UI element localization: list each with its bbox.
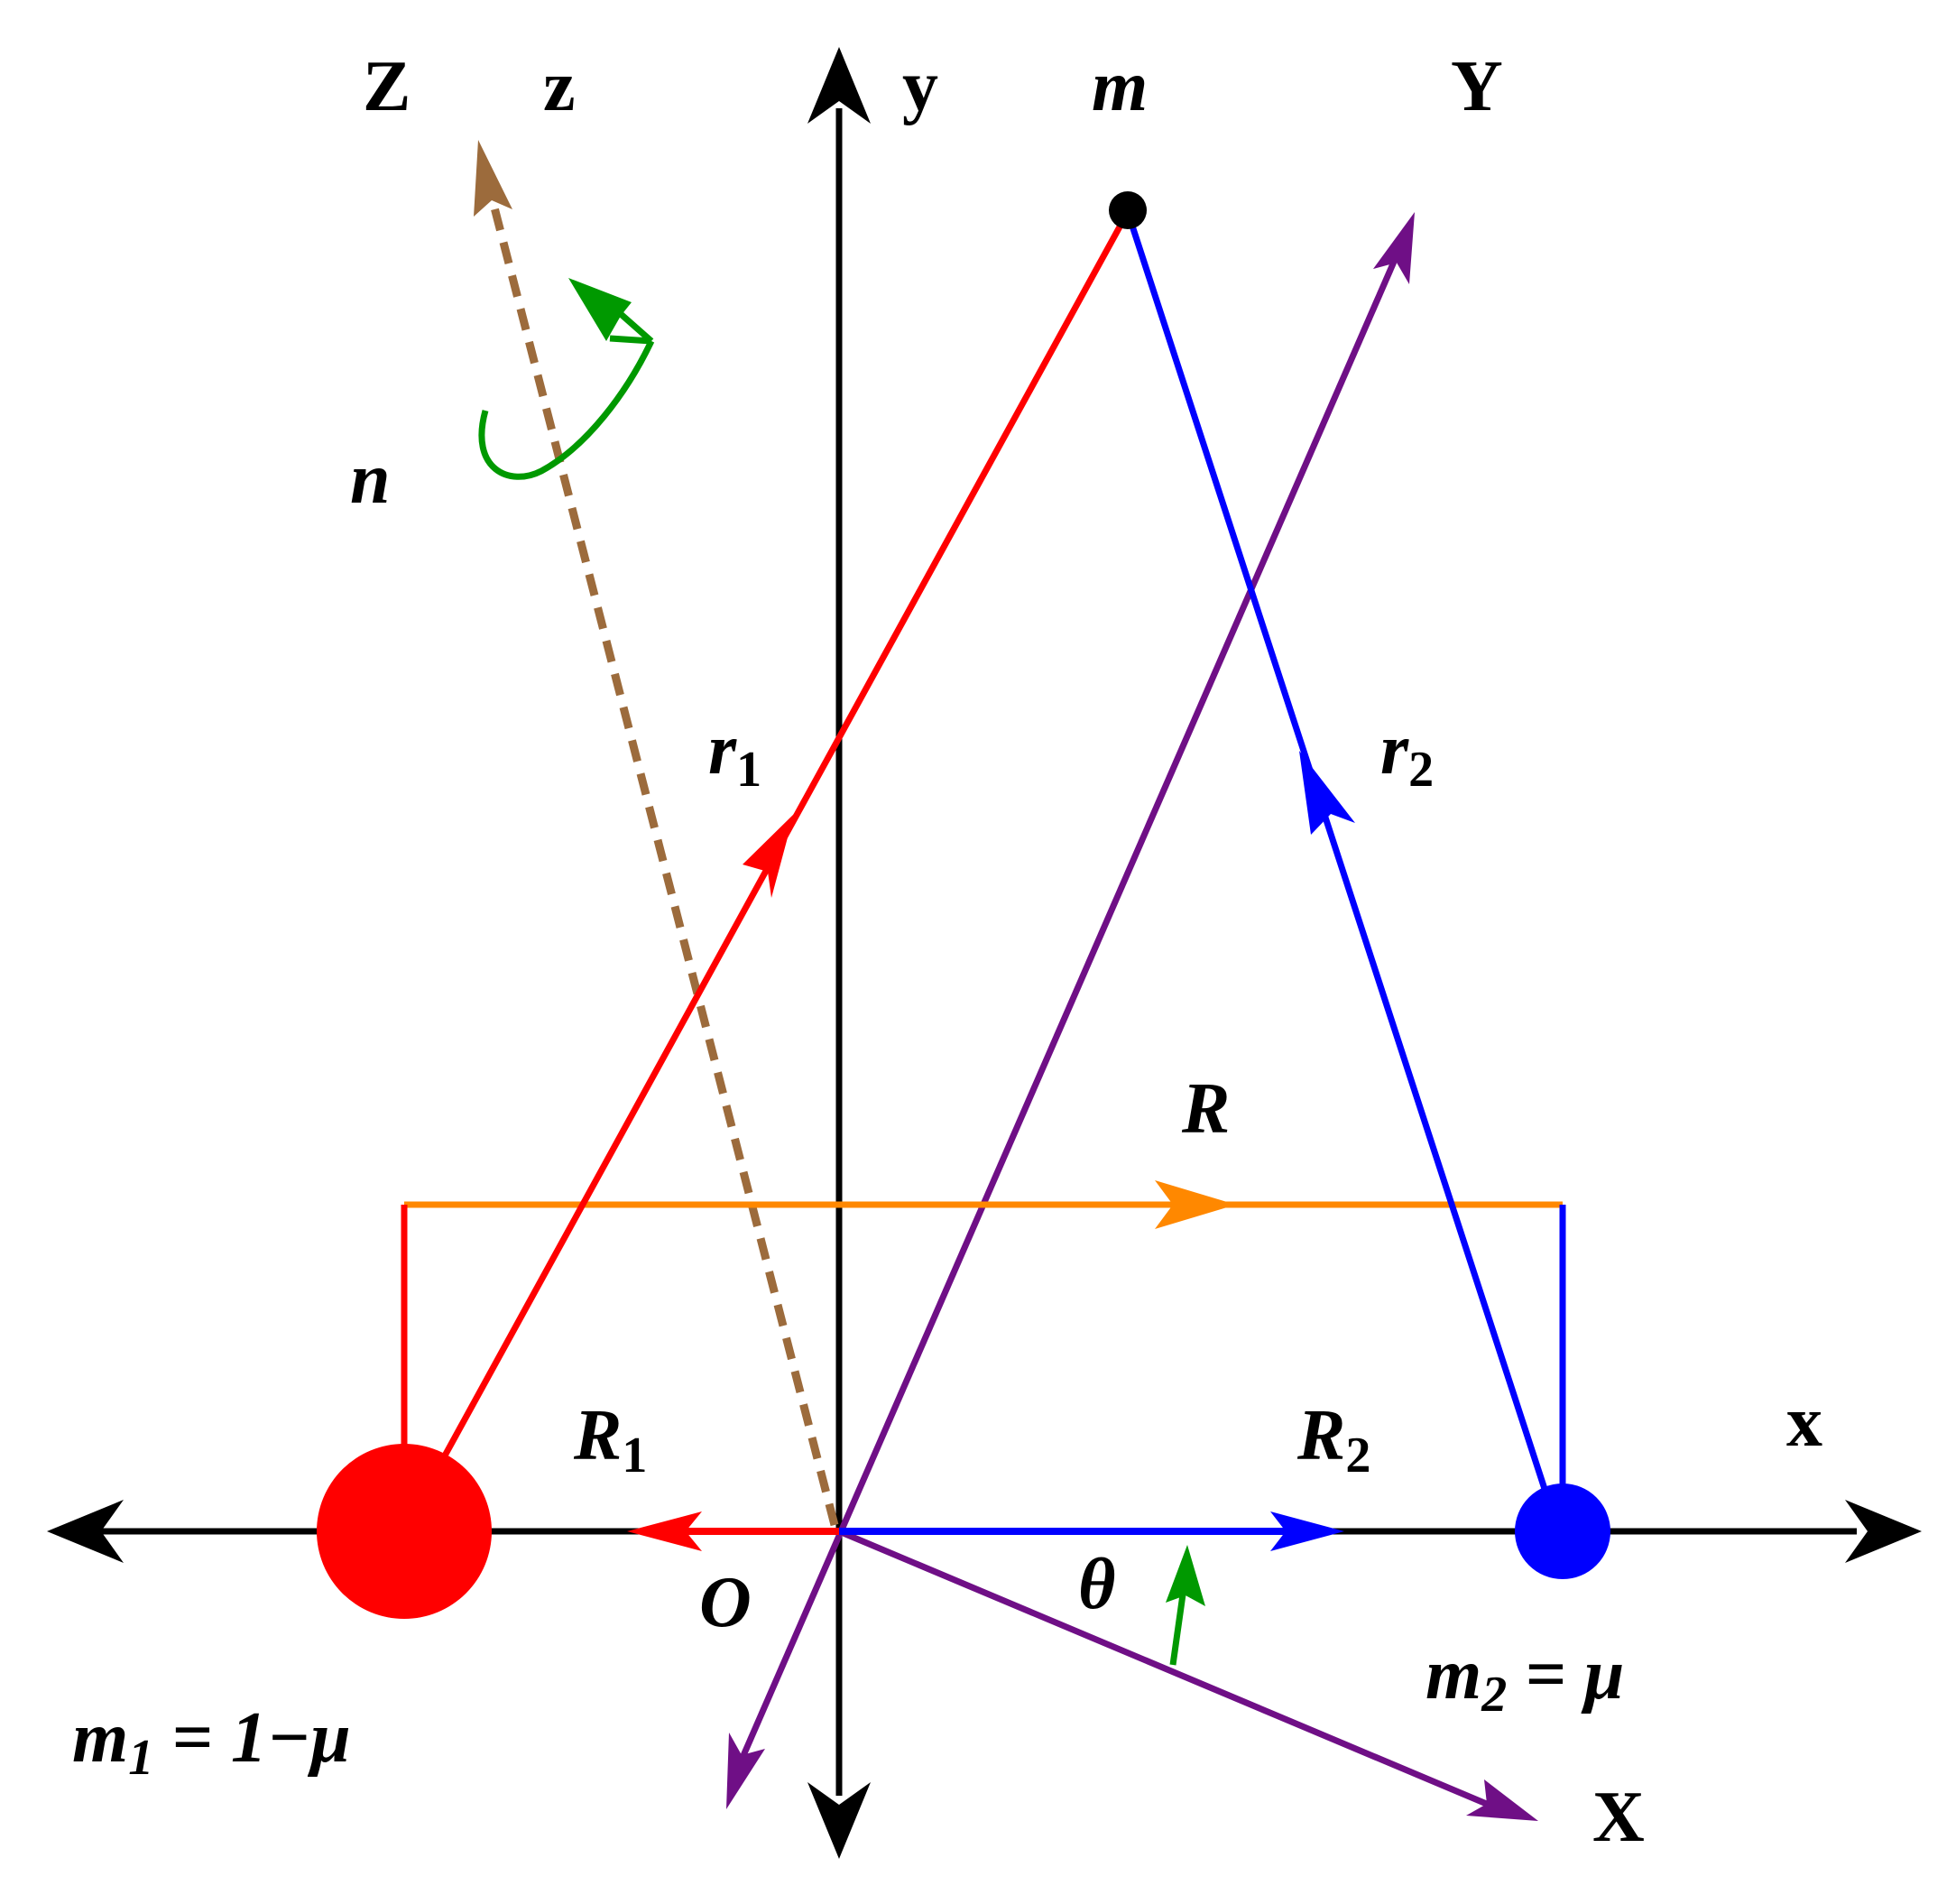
label-y: y xyxy=(902,47,938,126)
primary-mass-2 xyxy=(1515,1483,1610,1579)
label-x: x xyxy=(1786,1382,1822,1462)
rotating-X-axis xyxy=(837,1528,1538,1821)
label-Z: Z xyxy=(363,47,411,126)
label-z: z xyxy=(543,47,576,126)
vector-R1 xyxy=(627,1511,839,1551)
y-axis xyxy=(807,47,871,1859)
label-R1: R1 xyxy=(573,1396,647,1483)
separation-R xyxy=(401,1180,1566,1498)
label-Y: Y xyxy=(1451,47,1503,126)
test-particle-m xyxy=(1109,191,1147,229)
rotating-Y-axis xyxy=(726,212,1415,1809)
normal-vector-n xyxy=(474,140,839,1527)
vector-r1 xyxy=(440,210,1131,1459)
primary-mass-1 xyxy=(317,1444,492,1619)
rotation-arrow-icon xyxy=(478,278,655,480)
label-r1: r1 xyxy=(708,710,761,798)
theta-angle-arrow xyxy=(1166,1545,1205,1666)
label-n: n xyxy=(350,439,391,519)
label-O: O xyxy=(699,1563,752,1642)
label-m1-equals-1-minus-mu: m1 = 1−μ xyxy=(72,1698,351,1786)
label-r2: r2 xyxy=(1380,710,1434,798)
label-R2: R2 xyxy=(1296,1396,1370,1483)
label-m2-equals-mu: m2 = μ xyxy=(1425,1635,1624,1723)
label-R: R xyxy=(1181,1069,1230,1149)
label-m: m xyxy=(1092,47,1148,126)
vector-r2 xyxy=(1124,210,1548,1491)
label-X: X xyxy=(1592,1778,1645,1857)
vector-R2 xyxy=(839,1511,1344,1551)
label-theta: θ xyxy=(1078,1545,1116,1624)
